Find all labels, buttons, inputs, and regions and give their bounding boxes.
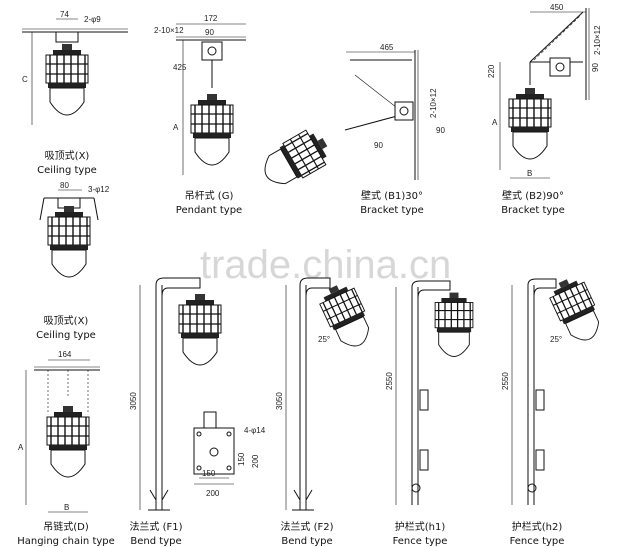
view-fence-h2: 25° 2550 护栏式(h2) Fence type — [501, 272, 608, 547]
dim-2550: 2550 — [501, 372, 510, 390]
caption-cn: 壁式 (B2)90° — [502, 189, 564, 202]
caption-en: Ceiling type — [36, 330, 96, 341]
caption-cn: 吸顶式(X) — [45, 149, 90, 162]
dim-b: B — [527, 169, 532, 178]
dim-3050: 3050 — [275, 392, 284, 410]
dim-425: 425 — [173, 63, 187, 72]
caption-cn: 壁式 (B1)30° — [361, 189, 423, 202]
dim-2-10x12: 2-10×12 — [154, 26, 184, 35]
dim-2-10x12: 2-10×12 — [593, 25, 602, 55]
caption-en: Fence type — [393, 536, 448, 547]
caption-en: Bend type — [281, 536, 332, 547]
view-bend-f2: 25° 3050 法兰式 (F2) Bend type — [275, 277, 378, 547]
dim-a: A — [18, 443, 24, 452]
dim-a: A — [173, 123, 179, 132]
caption-en: Bracket type — [360, 205, 424, 216]
dim-3-phi12: 3-φ12 — [88, 185, 110, 194]
dim-172: 172 — [204, 14, 218, 23]
caption-en: Pendant type — [176, 205, 242, 216]
view-hanging-chain: 164 A B 吊链式(D) Hanging chain type — [17, 350, 115, 547]
dim-465: 465 — [380, 43, 394, 52]
dim-90: 90 — [205, 28, 214, 37]
view-bracket-30: 465 2-10×12 90 90 壁式 (B1)30° Bracket typ… — [255, 43, 445, 216]
view-ceiling-1: 74 2-φ9 C 吸顶式(X) Ceiling type — [22, 10, 128, 176]
caption-en: Bracket type — [501, 205, 565, 216]
dim-90a: 90 — [436, 126, 445, 135]
dim-80: 80 — [60, 181, 69, 190]
dim-74: 74 — [60, 10, 69, 19]
view-fence-h1: 2550 护栏式(h1) Fence type — [385, 280, 474, 547]
caption-en: Fence type — [510, 536, 565, 547]
caption-cn: 吊杆式 (G) — [185, 189, 234, 202]
dim-90b: 90 — [374, 141, 383, 150]
dim-150b: 150 — [237, 452, 246, 466]
view-pendant: 172 2-10×12 90 425 A 吊杆式 (G) Pendant typ… — [154, 14, 246, 216]
dim-b: B — [64, 503, 69, 512]
dim-90: 90 — [591, 63, 600, 72]
dim-c: C — [22, 75, 28, 84]
caption-cn: 护栏式(h2) — [512, 520, 563, 533]
view-bend-f1: 3050 法兰式 (F1) Bend type — [129, 277, 222, 547]
caption-cn: 法兰式 (F1) — [129, 520, 182, 533]
dim-4-phi14: 4-φ14 — [244, 426, 266, 435]
dim-2-10x12: 2-10×12 — [429, 88, 438, 118]
dim-150a: 150 — [202, 469, 216, 478]
caption-en: Bend type — [130, 536, 181, 547]
dim-25deg: 25° — [550, 335, 562, 344]
dim-2-phi9: 2-φ9 — [84, 15, 101, 24]
dim-2550: 2550 — [385, 372, 394, 390]
view-ceiling-2: 80 3-φ12 吸顶式(X) Ceiling type — [36, 181, 110, 341]
dim-200b: 200 — [251, 454, 260, 468]
flange-plate-detail: 4-φ14 150 200 150 200 — [193, 411, 266, 498]
dim-25deg: 25° — [318, 335, 330, 344]
dim-220: 220 — [487, 64, 496, 78]
caption-en: Hanging chain type — [17, 536, 115, 547]
dim-a: A — [492, 118, 498, 127]
caption-cn: 吊链式(D) — [43, 520, 89, 533]
watermark-text: trade.china.cn — [200, 243, 451, 287]
caption-en: Ceiling type — [37, 165, 97, 176]
caption-cn: 吸顶式(X) — [44, 314, 89, 327]
dim-3050: 3050 — [129, 392, 138, 410]
dim-200a: 200 — [206, 489, 220, 498]
dim-450: 450 — [550, 3, 564, 12]
dim-164: 164 — [58, 350, 72, 359]
caption-cn: 护栏式(h1) — [395, 520, 446, 533]
view-bracket-90: 450 2-10×12 90 220 A B 壁式 (B2)90° Bracke… — [487, 3, 602, 216]
caption-cn: 法兰式 (F2) — [280, 520, 333, 533]
